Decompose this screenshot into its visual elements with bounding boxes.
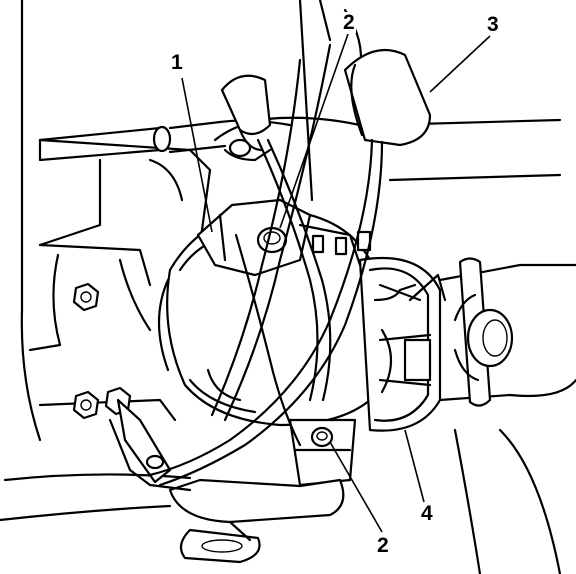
callout-2-upper: 2 (342, 11, 356, 34)
callout-1: 1 (170, 51, 184, 74)
ignition-wires (148, 43, 432, 487)
callout-2-lower: 2 (376, 534, 390, 557)
ground-bracket (108, 398, 192, 492)
distributor-base (168, 418, 357, 564)
upper-pipe (38, 119, 292, 162)
callout-3: 3 (486, 13, 500, 36)
base-bolt (310, 426, 334, 448)
bolt-head-left-upper (72, 282, 100, 312)
cap-screw (256, 226, 288, 254)
connector-housing (358, 256, 447, 432)
right-hose (438, 257, 576, 574)
callout-4: 4 (420, 502, 434, 525)
callout-leaders (181, 33, 491, 533)
bolt-head-left-lower-a (72, 390, 100, 420)
